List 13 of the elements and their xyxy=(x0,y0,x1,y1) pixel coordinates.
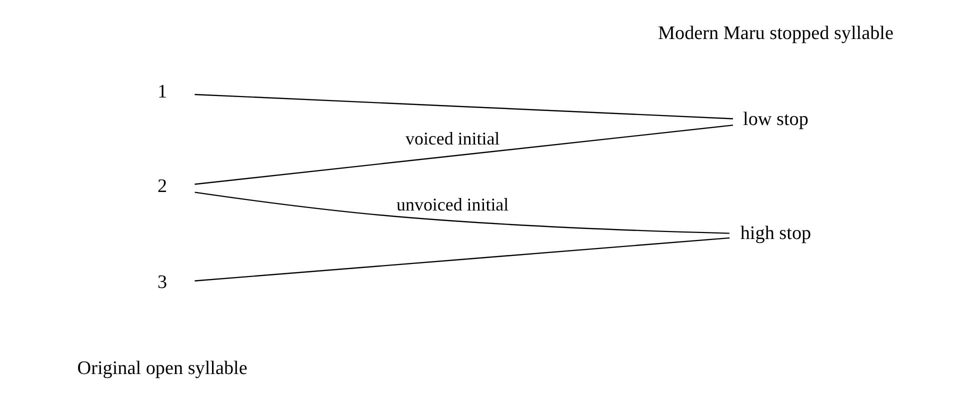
node-text: 1 xyxy=(158,82,168,103)
connector xyxy=(194,192,730,234)
connector xyxy=(194,94,733,120)
node-text: low stop xyxy=(743,109,808,130)
connector xyxy=(194,124,734,185)
edge-label: voiced initial xyxy=(406,128,500,149)
edge-label: unvoiced initial xyxy=(396,194,509,214)
connector xyxy=(194,237,730,282)
label: Original open syllable xyxy=(77,358,248,380)
node-text: 2 xyxy=(158,176,168,198)
label: Modern Maru stopped syllable xyxy=(658,22,894,44)
node-text: high stop xyxy=(740,222,812,244)
node-text: 3 xyxy=(158,272,168,293)
